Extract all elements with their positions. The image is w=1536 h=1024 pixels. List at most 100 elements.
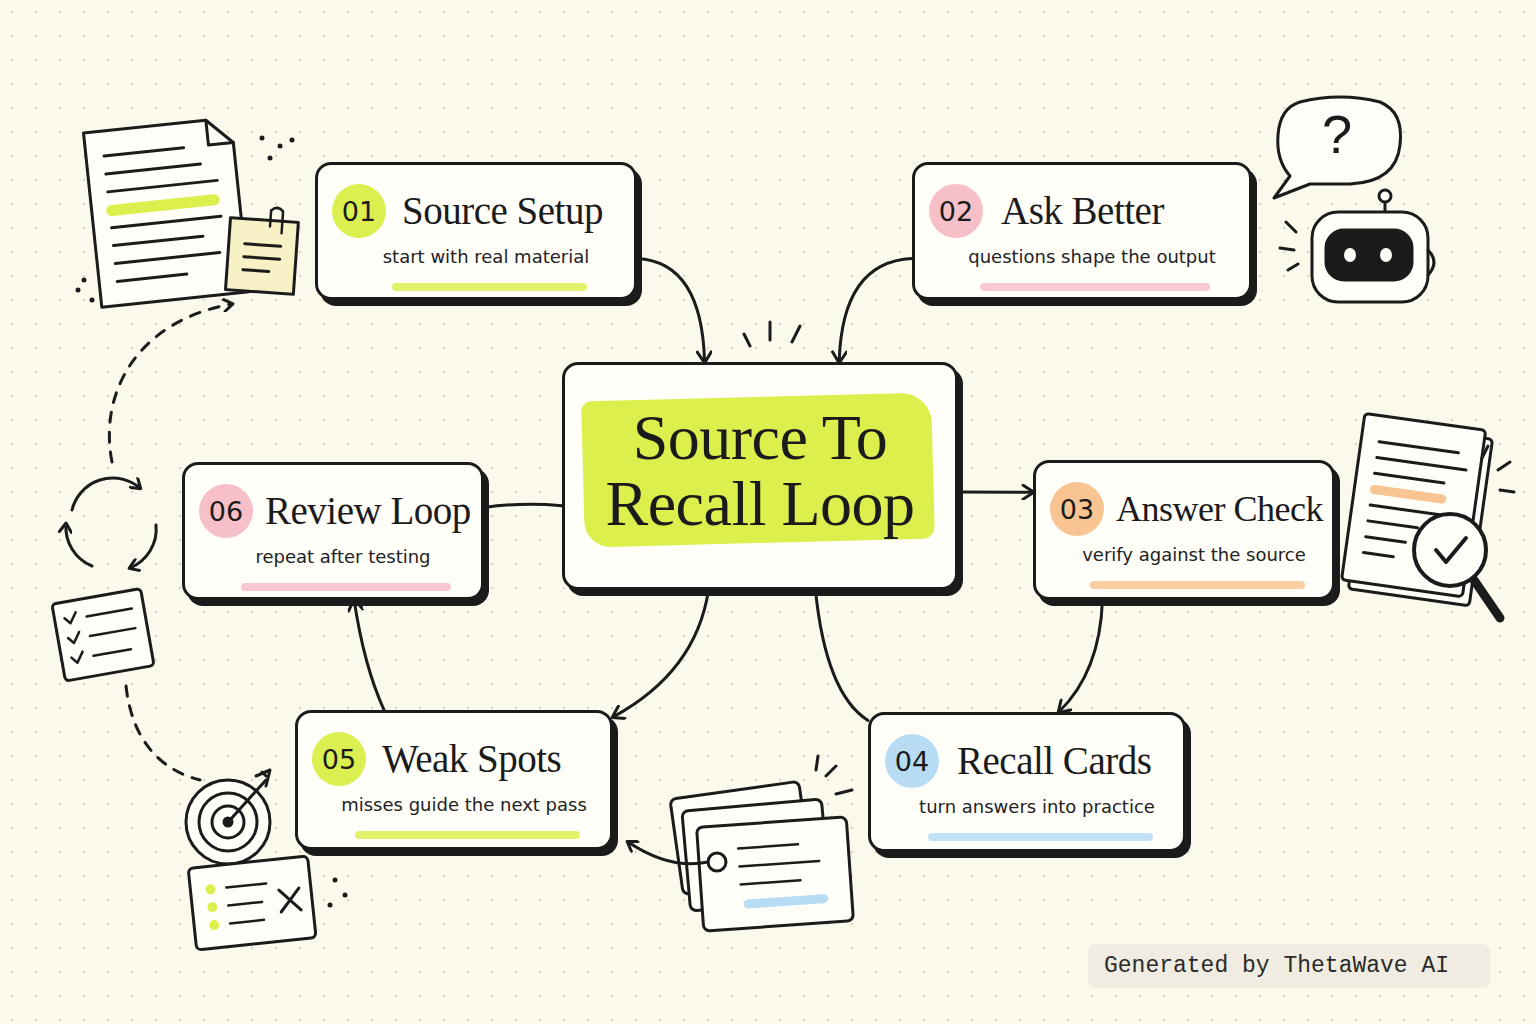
robot-icon	[1379, 190, 1391, 202]
target-icon	[186, 780, 270, 864]
robot-icon	[1380, 248, 1392, 262]
speech-bubble	[1274, 97, 1401, 198]
cycle-icon	[66, 478, 156, 568]
hub-title: Source To Recall Loop	[593, 405, 927, 537]
sparkle-dots	[343, 893, 348, 898]
step-caption: verify against the source	[1056, 543, 1332, 567]
sparkle-dots	[328, 903, 333, 908]
magnifier-icon	[1474, 580, 1500, 618]
step-caption: repeat after testing	[205, 545, 481, 569]
source-document	[104, 145, 227, 282]
cycle-icon	[72, 478, 140, 510]
sparkle-dots	[333, 878, 338, 883]
sparkle-dots	[90, 298, 95, 303]
flashcard-stack	[738, 843, 824, 905]
magnifier-icon	[1414, 514, 1486, 586]
target-icon	[256, 770, 270, 786]
sparkle-dots	[290, 138, 295, 143]
checked-document	[1340, 413, 1493, 605]
robot-icon	[1344, 248, 1356, 262]
checked-document	[1342, 413, 1486, 596]
highlight-stroke	[392, 283, 587, 291]
connector	[637, 259, 705, 362]
magnifier-icon	[1414, 446, 1514, 618]
step-title: Review Loop	[265, 487, 471, 535]
spark-lines	[744, 322, 800, 346]
step-box: 05 Weak Spots misses guide the next pass	[295, 710, 613, 850]
highlight-stroke	[928, 833, 1153, 841]
step-box: 06Review Loop repeat after testing	[182, 462, 484, 600]
sparkle-dots	[260, 136, 265, 141]
question-mark: ?	[1322, 104, 1352, 164]
source-document	[206, 118, 233, 145]
robot-icon	[1312, 212, 1428, 302]
flashcard-stack	[697, 817, 854, 931]
sticky-note	[226, 218, 299, 295]
cycle-icon	[66, 524, 92, 566]
robot-icon	[1280, 222, 1298, 270]
hub-box: Source To Recall Loop	[562, 362, 958, 590]
step-title: Weak Spots	[382, 735, 561, 783]
miss-card	[205, 884, 216, 895]
connector	[613, 590, 709, 717]
step-number: 05	[312, 732, 366, 786]
sticky-note	[270, 208, 284, 234]
flashcard-stack	[816, 756, 852, 794]
connector	[839, 259, 912, 362]
miss-card	[188, 856, 316, 950]
flashcard-stack	[708, 853, 726, 871]
sparkle-dots	[268, 156, 273, 161]
magnifier-icon	[1436, 538, 1466, 562]
target-icon	[230, 780, 266, 820]
step-title: Source Setup	[402, 187, 603, 235]
connector	[958, 490, 1033, 493]
dashed-leader	[126, 686, 200, 780]
step-number: 03	[1050, 482, 1104, 536]
checklist-card	[87, 608, 139, 655]
robot-icon	[1326, 230, 1412, 280]
flashcard-stack	[670, 756, 854, 931]
connector	[815, 590, 868, 720]
miss-card	[226, 883, 270, 923]
flashcard-stack	[738, 843, 820, 884]
flashcard-arrow	[628, 842, 708, 864]
miss-card	[207, 902, 218, 913]
flashcard-stack	[748, 899, 824, 904]
target-icon	[186, 770, 270, 864]
source-document	[84, 118, 249, 308]
step-caption: turn answers into practice	[891, 795, 1183, 819]
checklist-card	[52, 589, 154, 681]
step-caption: misses guide the next pass	[318, 793, 610, 817]
step-box: 02 Ask Better questions shape the output	[912, 162, 1252, 300]
miss-card	[209, 920, 220, 931]
connector	[1059, 600, 1103, 712]
step-box: 01 Source Setup start with real material	[315, 162, 637, 300]
checked-document	[1374, 489, 1441, 498]
highlight-stroke	[241, 583, 451, 591]
miss-card	[279, 888, 301, 912]
step-number: 02	[929, 184, 983, 238]
sparkle-dots	[278, 144, 283, 149]
dashed-return-arrow	[109, 304, 232, 462]
connector	[354, 600, 384, 710]
checklist-card	[52, 589, 154, 681]
watermark: Generated by ThetaWave AI	[1088, 944, 1490, 988]
step-box: 04 Recall Cards turn answers into practice	[868, 712, 1186, 852]
step-number: 04	[885, 734, 939, 788]
step-number: 01	[332, 184, 386, 238]
step-box: 03Answer Checkverify against the source	[1033, 460, 1335, 600]
cycle-icon	[130, 525, 156, 568]
magnifier-icon	[1482, 446, 1514, 492]
sticky-note	[226, 205, 300, 295]
step-number: 06	[199, 484, 253, 538]
step-caption: questions shape the output	[935, 245, 1249, 269]
miss-card	[188, 856, 316, 950]
robot-icon	[1428, 250, 1434, 275]
step-title: Ask Better	[1001, 187, 1164, 235]
step-title: Recall Cards	[957, 737, 1151, 785]
step-caption: start with real material	[338, 245, 634, 269]
sparkle-dots	[76, 288, 81, 293]
source-document	[112, 200, 214, 211]
highlight-stroke	[980, 283, 1210, 291]
source-document	[84, 118, 249, 308]
